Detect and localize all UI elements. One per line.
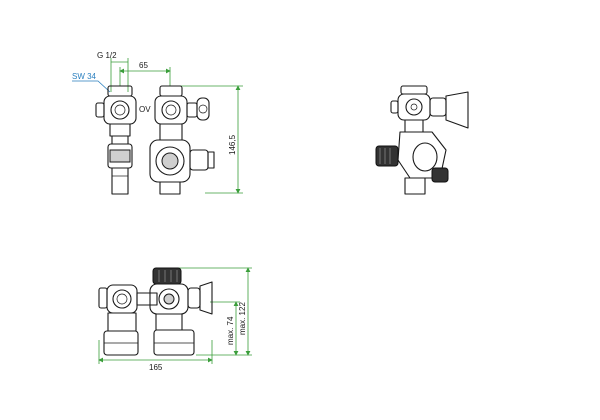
width-label: 165 xyxy=(149,363,163,372)
right-valve-body xyxy=(149,85,215,195)
min-height-label: max. 74 xyxy=(226,316,235,345)
height-label: 146,5 xyxy=(228,134,237,155)
side-view xyxy=(375,85,469,195)
spacing-label: 65 xyxy=(139,61,148,70)
side-cap xyxy=(431,167,449,183)
side-handle xyxy=(445,91,469,129)
wrench-size-label: SW 34 xyxy=(72,72,97,81)
valve-mark: OV xyxy=(139,105,151,114)
side-adjuster-knob xyxy=(375,145,399,167)
top-connector-pipe xyxy=(136,292,158,306)
thread-label: G 1/2 xyxy=(97,51,117,60)
left-valve-body xyxy=(95,85,137,195)
front-view: G 1/2 65 SW 34 146,5 OV xyxy=(72,51,243,195)
top-right-body xyxy=(149,267,213,356)
top-left-body xyxy=(98,284,139,356)
wrench-size-leader xyxy=(72,80,111,93)
top-view: 165 max. 74 max. 122 xyxy=(98,267,252,372)
max-height-label: max. 122 xyxy=(238,302,247,335)
